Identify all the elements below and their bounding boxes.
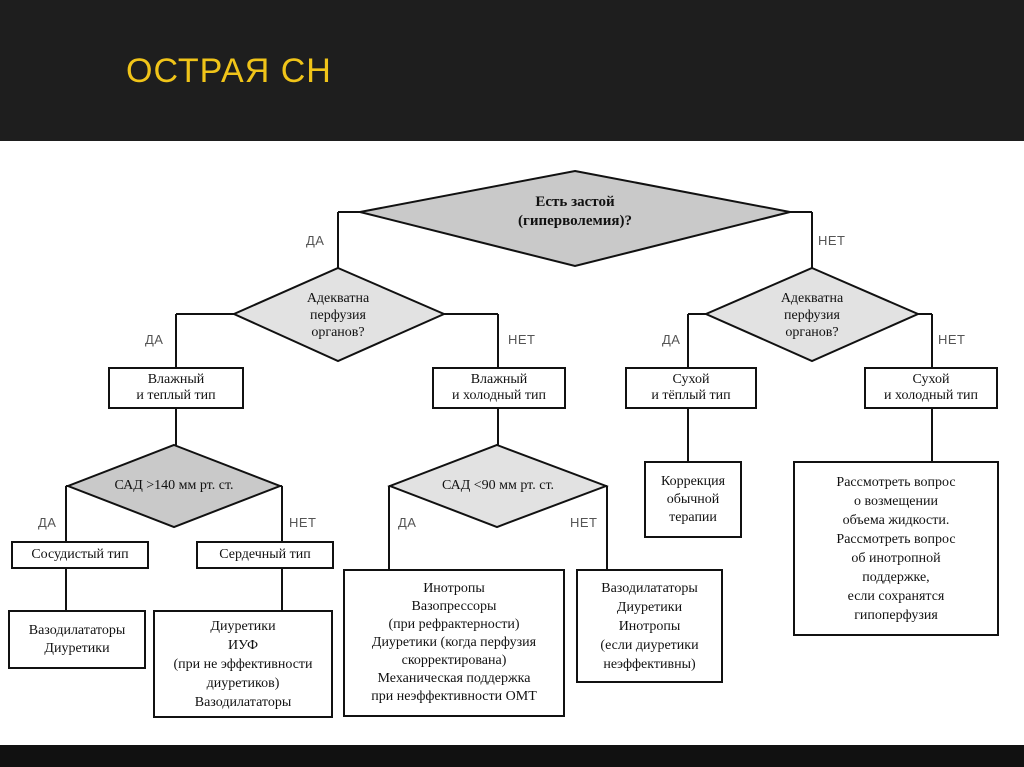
no-label: НЕТ bbox=[508, 332, 536, 347]
vascular-type-box: Сосудистый тип bbox=[11, 541, 149, 569]
bottom-bar bbox=[0, 745, 1024, 767]
sad-140-question: САД >140 мм рт. ст. bbox=[114, 478, 234, 493]
wet-cold-yes-treatment-box: Инотропы Вазопрессоры (при рефрактерност… bbox=[343, 569, 565, 717]
cardiac-type-box: Сердечный тип bbox=[196, 541, 334, 569]
vascular-treatment-box: Вазодилататоры Диуретики bbox=[8, 610, 146, 669]
no-label: НЕТ bbox=[570, 515, 598, 530]
yes-label: ДА bbox=[398, 515, 417, 530]
congestion-question: Есть застой (гиперволемия)? bbox=[518, 194, 632, 229]
yes-label: ДА bbox=[38, 515, 57, 530]
perfusion-left-diamond bbox=[231, 266, 447, 363]
perfusion-right-question: Адекватна перфузия органов? bbox=[780, 290, 844, 340]
slide-title: ОСТРАЯ СН bbox=[126, 52, 332, 90]
wet-cold-box: Влажный и холодный тип bbox=[432, 367, 566, 409]
no-label: НЕТ bbox=[818, 233, 846, 248]
congestion-diamond bbox=[359, 169, 791, 268]
sad-140-diamond bbox=[65, 443, 283, 529]
volume-inotrope-box: Рассмотреть вопрос о возмещении объема ж… bbox=[793, 461, 999, 636]
perfusion-left-question: Адекватна перфузия органов? bbox=[306, 290, 370, 340]
dry-warm-box: Сухой и тёплый тип bbox=[625, 367, 757, 409]
wet-warm-box: Влажный и теплый тип bbox=[108, 367, 244, 409]
no-label: НЕТ bbox=[289, 515, 317, 530]
sad-90-diamond bbox=[387, 443, 609, 529]
no-label: НЕТ bbox=[938, 332, 966, 347]
yes-label: ДА bbox=[145, 332, 164, 347]
sad-90-question: САД <90 мм рт. ст. bbox=[441, 478, 555, 493]
yes-label: ДА bbox=[306, 233, 325, 248]
perfusion-right-diamond bbox=[703, 266, 921, 363]
cardiac-treatment-box: Диуретики ИУФ (при не эффективности диур… bbox=[153, 610, 333, 718]
therapy-correction-box: Коррекция обычной терапии bbox=[644, 461, 742, 538]
wet-cold-no-treatment-box: Вазодилататоры Диуретики Инотропы (если … bbox=[576, 569, 723, 683]
dry-cold-box: Сухой и холодный тип bbox=[864, 367, 998, 409]
yes-label: ДА bbox=[662, 332, 681, 347]
